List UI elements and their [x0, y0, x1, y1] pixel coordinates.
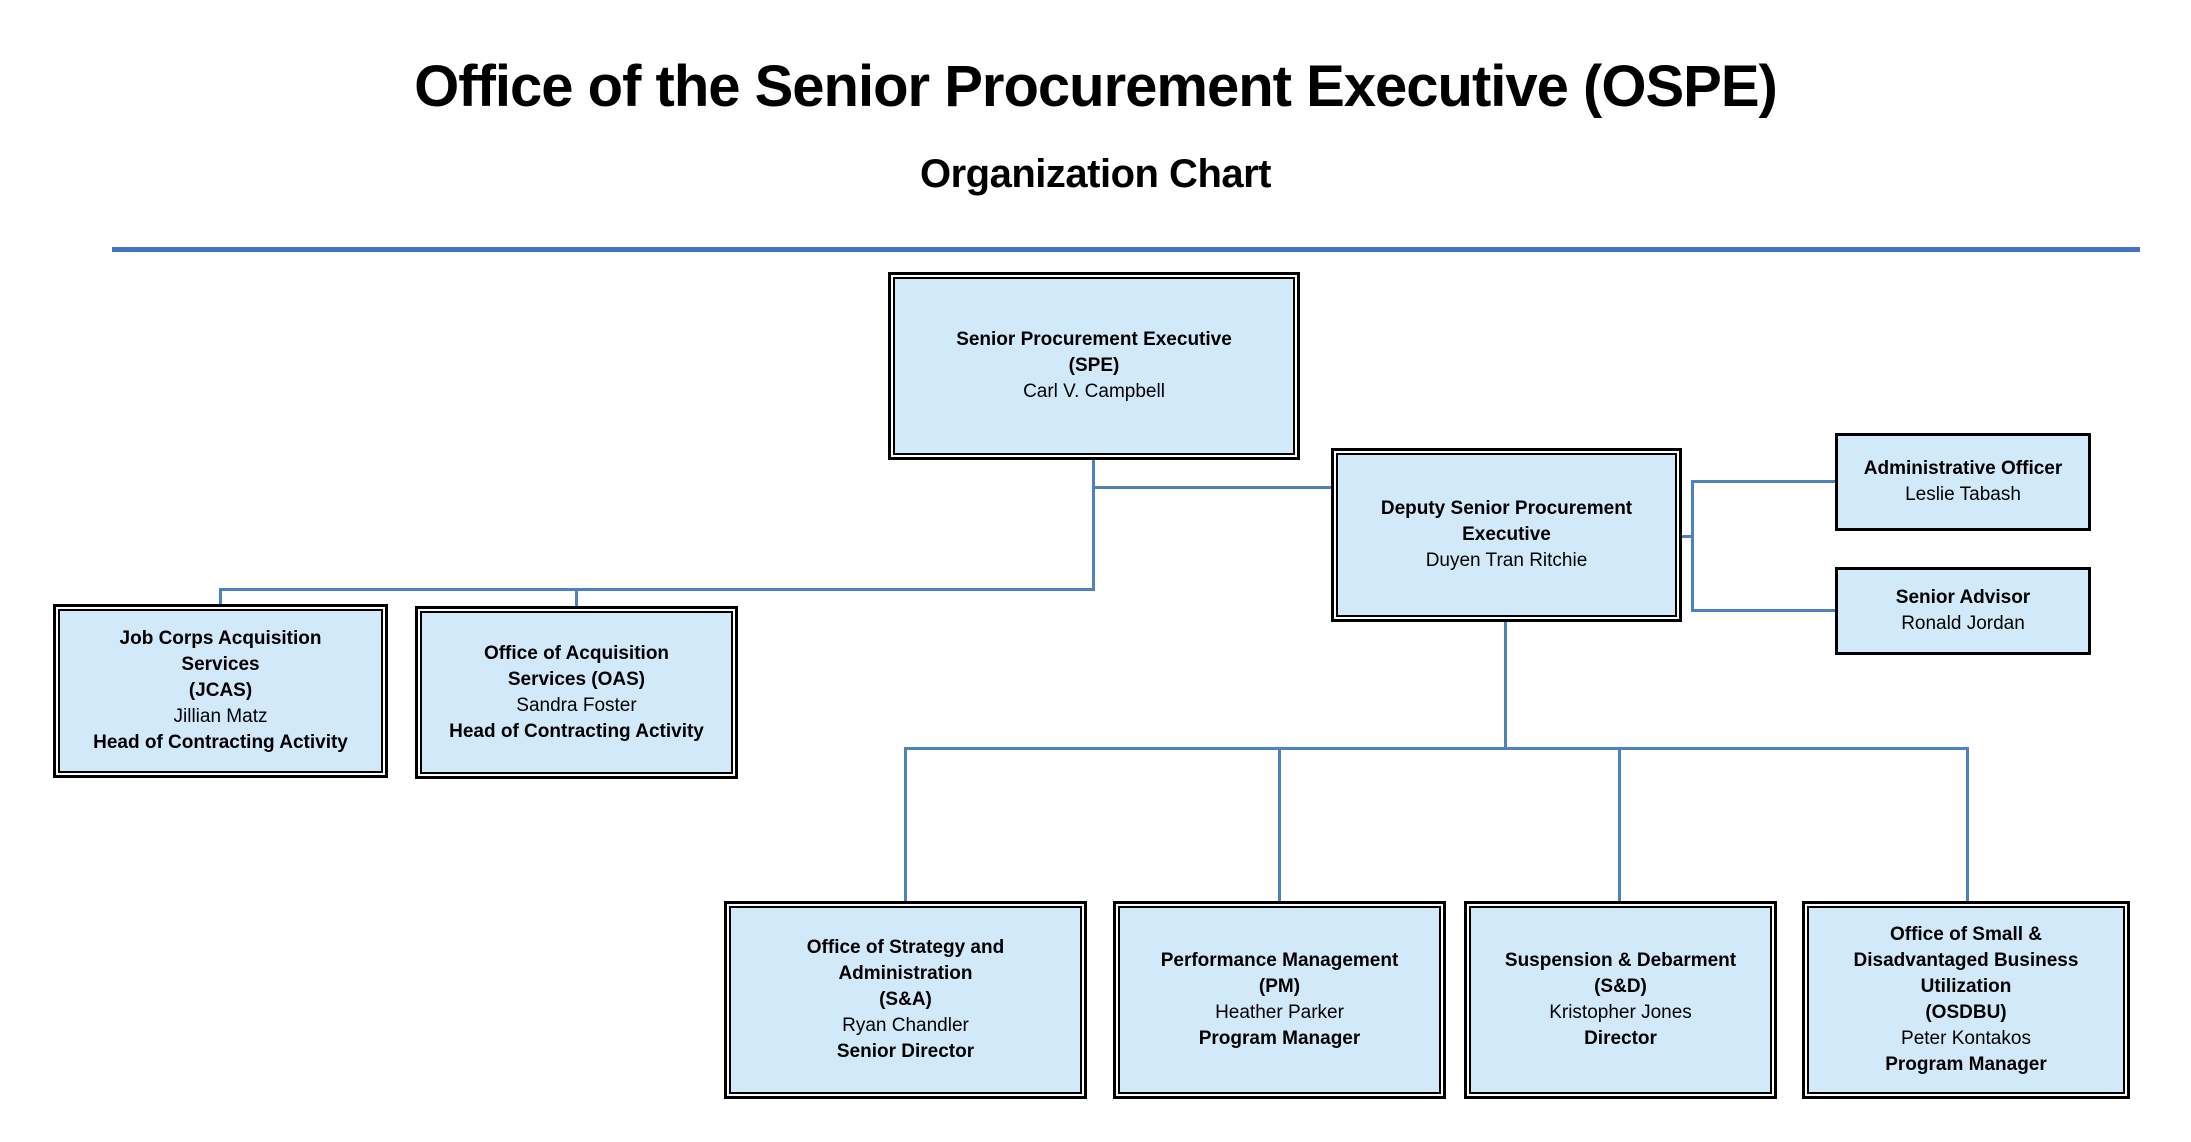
connector-right-bracket	[1691, 480, 1694, 612]
connector-sa-drop	[904, 747, 907, 902]
dept-title: Office of Small & Disadvantaged Business…	[1853, 924, 2079, 1023]
dept-title: Performance Management (PM)	[1160, 950, 1399, 997]
dept-title: Deputy Senior Procurement Executive	[1380, 498, 1633, 545]
org-box-office-of-strategy-and-administration: Office of Strategy and Administration (S…	[724, 901, 1087, 1099]
connector-oas-drop	[575, 588, 578, 608]
connector-bottom-rail	[904, 747, 1969, 750]
person-role: Head of Contracting Activity	[449, 720, 704, 742]
person-role: Program Manager	[1198, 1028, 1361, 1049]
org-box-senior-procurement-executive: Senior Procurement Executive (SPE) Carl …	[888, 272, 1300, 460]
dept-title: Office of Strategy and Administration (S…	[806, 937, 1005, 1010]
org-box-senior-advisor: Senior Advisor Ronald Jordan	[1835, 567, 2091, 655]
dept-title: Senior Advisor	[1895, 587, 2031, 608]
connector-deputy-stub	[1682, 535, 1694, 538]
connector-admin-link	[1691, 480, 1836, 483]
org-box-performance-management: Performance Management (PM) Heather Park…	[1113, 901, 1446, 1099]
dept-title: Senior Procurement Executive (SPE)	[956, 329, 1232, 376]
connector-spe-to-deputy	[1092, 486, 1332, 489]
org-box-job-corps-acquisition-services: Job Corps Acquisition Services (JCAS) Ji…	[53, 604, 388, 778]
person-role: Senior Director	[836, 1041, 975, 1062]
org-box-administrative-officer: Administrative Officer Leslie Tabash	[1835, 433, 2091, 531]
person-name: Carl V. Campbell	[1023, 381, 1165, 402]
person-name: Peter Kontakos	[1901, 1028, 2031, 1049]
org-box-suspension-and-debarment: Suspension & Debarment (S&D) Kristopher …	[1464, 901, 1777, 1099]
person-role: Director	[1584, 1028, 1657, 1049]
org-box-office-of-acquisition-services: Office of Acquisition Services (OAS) San…	[415, 606, 738, 779]
dept-title: Administrative Officer	[1863, 458, 2063, 479]
connector-sd-drop	[1618, 747, 1621, 902]
dept-title: Job Corps Acquisition Services (JCAS)	[119, 628, 322, 701]
connector-deputy-vertical	[1504, 622, 1507, 750]
person-name: Ryan Chandler	[842, 1015, 969, 1036]
page-subtitle: Organization Chart	[919, 152, 1272, 196]
connector-spe-vertical	[1092, 458, 1095, 591]
person-name: Kristopher Jones	[1549, 1002, 1692, 1023]
person-name: Heather Parker	[1215, 1002, 1344, 1023]
person-name: Leslie Tabash	[1905, 484, 2021, 505]
person-name: Ronald Jordan	[1901, 613, 2025, 634]
dept-title: Suspension & Debarment (S&D)	[1504, 950, 1737, 997]
connector-pm-drop	[1278, 747, 1281, 902]
person-name: Duyen Tran Ritchie	[1425, 550, 1588, 571]
connector-left-rail	[219, 588, 1095, 591]
org-box-small-disadvantaged-business-utilization: Office of Small & Disadvantaged Business…	[1802, 901, 2130, 1099]
org-box-deputy-senior-procurement-executive: Deputy Senior Procurement Executive Duye…	[1331, 448, 1682, 622]
connector-osdbu-drop	[1966, 747, 1969, 902]
dept-title: Office of Acquisition Services (OAS)	[483, 642, 670, 690]
person-name: Jillian Matz	[173, 706, 268, 727]
person-role: Head of Contracting Activity	[93, 732, 348, 753]
person-role: Program Manager	[1885, 1054, 2047, 1075]
connector-jcas-drop	[219, 588, 222, 606]
title-divider-rule	[112, 247, 2140, 252]
page-title: Office of the Senior Procurement Executi…	[414, 54, 1778, 119]
person-name: Sandra Foster	[516, 694, 637, 716]
connector-advisor-link	[1691, 609, 1836, 612]
